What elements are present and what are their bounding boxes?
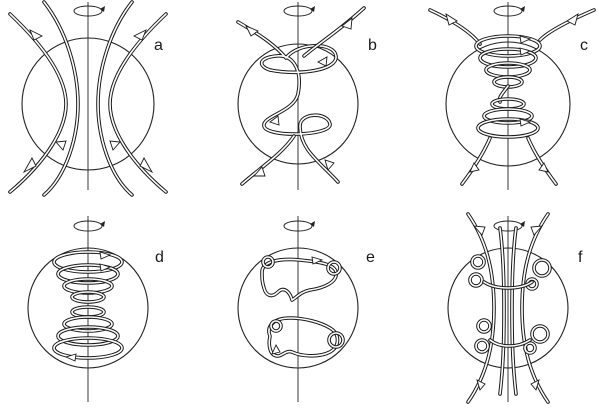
field-lines: [238, 8, 364, 184]
panel-f: f: [448, 214, 583, 402]
panel-label-d: d: [155, 249, 164, 266]
panel-label-b: b: [368, 37, 377, 54]
field-arrows: [272, 257, 322, 354]
field-lines: [468, 214, 550, 402]
panel-c: c: [430, 2, 594, 190]
panel-e: e: [238, 216, 375, 402]
panel-label-f: f: [578, 249, 583, 266]
panel-label-c: c: [580, 37, 588, 54]
panel-label-a: a: [154, 37, 163, 54]
panel-label-e: e: [366, 249, 375, 266]
panel-d: d: [28, 216, 164, 402]
field-lines: [262, 257, 343, 356]
panel-a: a: [10, 2, 166, 195]
panel-b: b: [238, 2, 377, 190]
